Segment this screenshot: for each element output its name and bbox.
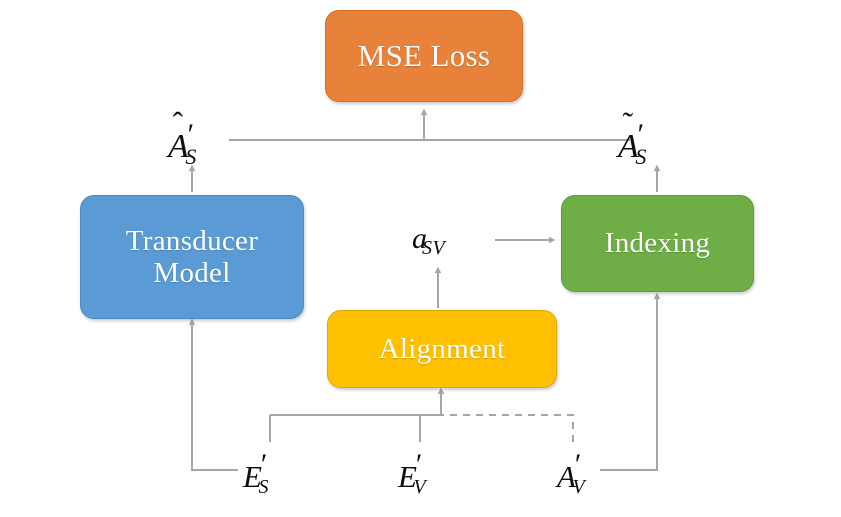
label-a-tilde-s-prime: ′ [635, 118, 643, 151]
label-e-prime-s: E′S [243, 448, 269, 499]
label-e-prime-s-prime: ′ [258, 448, 266, 481]
label-e-prime-v-sub: V [413, 475, 427, 498]
label-a-sv: aSV [412, 222, 445, 260]
node-alignment[interactable]: Alignment [327, 310, 557, 388]
label-a-tilde-s-base: ˜A [618, 105, 639, 165]
label-a-prime-v-prime: ′ [572, 448, 580, 481]
label-e-prime-v-prime: ′ [413, 448, 421, 481]
node-indexing-label: Indexing [604, 227, 711, 260]
tilde-accent-icon: ˜ [622, 105, 634, 141]
circumflex-accent-icon: ˆ [172, 105, 184, 141]
node-indexing[interactable]: Indexing [561, 195, 754, 292]
node-alignment-label: Alignment [378, 332, 506, 365]
wire-av-to-indexing [600, 292, 661, 471]
label-a-sv-sub: SV [422, 237, 446, 260]
label-e-prime-v: E′V [398, 448, 426, 499]
wire-es-to-transducer [188, 318, 238, 471]
node-mse-loss[interactable]: MSE Loss [325, 10, 523, 102]
label-a-sv-base: a [412, 222, 427, 255]
wire-av-dashed-to-alignment [441, 414, 574, 442]
node-transducer-model-label-line2: Model [153, 257, 231, 289]
label-a-tilde-s: ˜A′S [618, 105, 647, 170]
label-a-tilde-s-sub: S [635, 143, 647, 169]
label-a-hat-s-sub: S [185, 143, 197, 169]
label-e-prime-v-base: E [398, 458, 417, 494]
label-a-hat-s-prime: ′ [185, 118, 193, 151]
label-e-prime-s-sub: S [258, 475, 269, 498]
node-transducer-model[interactable]: Transducer Model [80, 195, 304, 319]
node-transducer-model-label: Transducer Model [126, 225, 258, 290]
node-mse-loss-label: MSE Loss [357, 37, 491, 73]
node-transducer-model-label-line1: Transducer [125, 224, 259, 257]
label-a-prime-v-sub: V [572, 475, 586, 498]
label-e-prime-s-base: E [243, 458, 262, 494]
label-a-prime-v: A′V [557, 448, 585, 499]
label-a-prime-v-base: A [557, 458, 576, 494]
